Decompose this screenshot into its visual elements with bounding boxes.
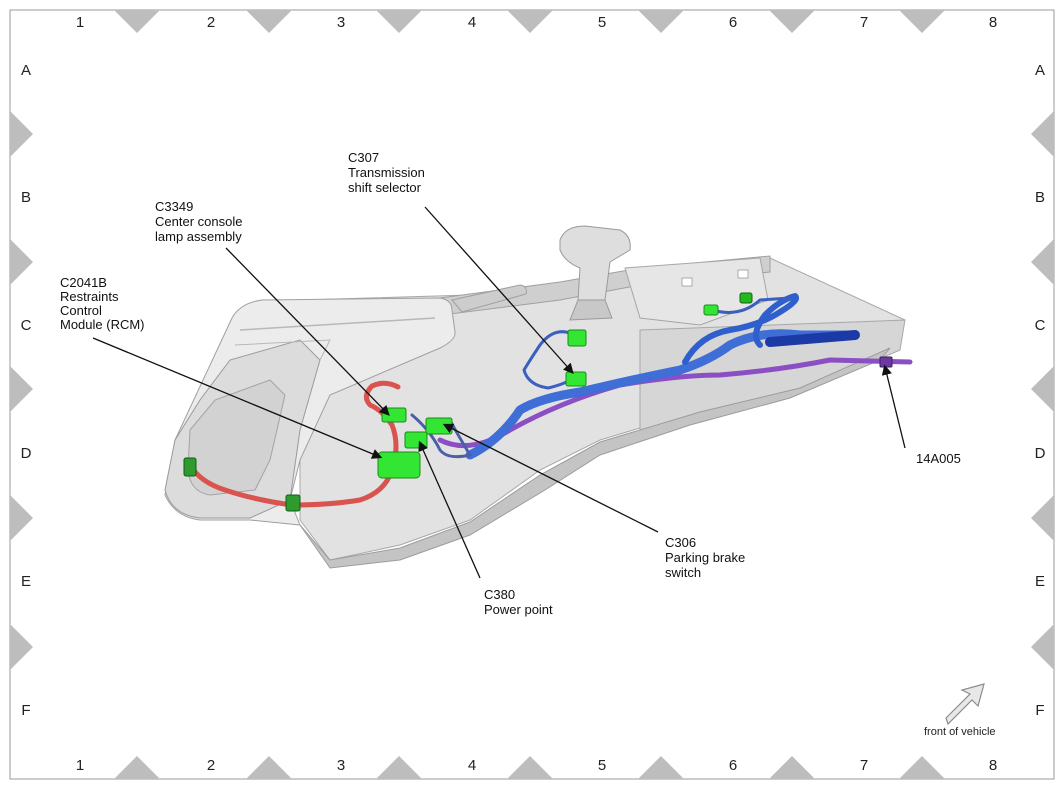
connector-c3349 [381, 407, 407, 423]
leader-c3349 [225, 247, 390, 416]
blue-harness-main [465, 329, 860, 460]
label-line: C380 [484, 587, 515, 602]
label-line: C3349 [155, 199, 193, 214]
label-line: 14A005 [916, 451, 961, 466]
grid-col-label: 6 [729, 14, 737, 31]
grid-row-label: A [21, 62, 31, 79]
grid-col-label: 5 [598, 14, 606, 31]
leader-c306 [442, 423, 659, 533]
grid-row-label: C [1035, 317, 1046, 334]
label-14a005: 14A005 [916, 451, 961, 466]
label-line: switch [665, 565, 701, 580]
grid-row-label: D [1035, 445, 1046, 462]
grid-columns-top: 1 2 3 4 5 6 7 8 [76, 14, 997, 31]
front-of-vehicle-arrow-icon [945, 683, 985, 726]
grid-rows-right: A B C D E F [1035, 62, 1046, 719]
grid-row-label: A [1035, 62, 1045, 79]
blue-branch-shift [522, 330, 577, 390]
label-c380: C380 Power point [484, 587, 553, 617]
grid-col-label: 4 [468, 757, 476, 774]
label-line: shift selector [348, 180, 422, 195]
grid-col-label: 3 [337, 757, 345, 774]
connector-upper-right-b [739, 292, 753, 304]
connector-c307-lower [565, 371, 587, 387]
connector-purple-end [879, 356, 893, 368]
leader-c307 [424, 206, 574, 374]
bottom-border-markers [114, 756, 945, 779]
label-line: C2041B [60, 275, 107, 290]
leader-14a005 [881, 364, 906, 449]
top-border-markers [114, 10, 945, 33]
grid-col-label: 5 [598, 757, 606, 774]
label-line: Transmission [348, 165, 425, 180]
grid-row-label: C [21, 317, 32, 334]
label-line: Center console [155, 214, 242, 229]
grid-row-label: B [21, 189, 31, 206]
connector-upper-right-a [703, 304, 719, 316]
grid-col-label: 8 [989, 757, 997, 774]
grid-row-label: D [21, 445, 32, 462]
left-border-markers [10, 111, 33, 670]
label-line: Control [60, 303, 102, 318]
leader-c380 [418, 440, 481, 579]
right-border-markers [1031, 111, 1054, 670]
grid-columns-bottom: 1 2 3 4 5 6 7 8 [76, 757, 997, 774]
front-of-vehicle-label: front of vehicle [924, 726, 996, 738]
grid-row-label: E [1035, 573, 1045, 590]
label-line: Restraints [60, 289, 119, 304]
grid-row-label: E [21, 573, 31, 590]
grid-col-label: 2 [207, 757, 215, 774]
label-line: C307 [348, 150, 379, 165]
connector-c307 [567, 329, 587, 347]
leader-c2041b [92, 337, 383, 459]
label-line: C306 [665, 535, 696, 550]
grid-col-label: 3 [337, 14, 345, 31]
center-console [164, 225, 906, 569]
label-line: Module (RCM) [60, 317, 145, 332]
grid-col-label: 8 [989, 14, 997, 31]
harness-wires [187, 293, 913, 508]
label-c2041b: C2041B Restraints Control Module (RCM) [60, 275, 145, 332]
grid-row-label: F [21, 702, 30, 719]
connector-c380 [404, 431, 428, 449]
grid-col-label: 6 [729, 757, 737, 774]
connector-red-end-b [285, 494, 301, 512]
grid-col-label: 7 [860, 757, 868, 774]
label-c307: C307 Transmission shift selector [348, 150, 428, 195]
label-line: Power point [484, 602, 553, 617]
label-line: lamp assembly [155, 229, 242, 244]
label-c306: C306 Parking brake switch [665, 535, 749, 580]
grid-row-label: B [1035, 189, 1045, 206]
grid-col-label: 4 [468, 14, 476, 31]
blue-harness-loop [682, 293, 799, 365]
label-line: Parking brake [665, 550, 745, 565]
grid-col-label: 1 [76, 14, 84, 31]
grid-rows-left: A B C D E F [21, 62, 32, 719]
grid-col-label: 2 [207, 14, 215, 31]
grid-row-label: F [1035, 702, 1044, 719]
blue-harness-dark-end [765, 330, 860, 347]
grid-col-label: 7 [860, 14, 868, 31]
connector-c2041b [377, 451, 421, 479]
label-c3349: C3349 Center console lamp assembly [155, 199, 246, 244]
leader-lines [92, 206, 906, 579]
connector-red-end-a [183, 457, 197, 477]
grid-col-label: 1 [76, 757, 84, 774]
